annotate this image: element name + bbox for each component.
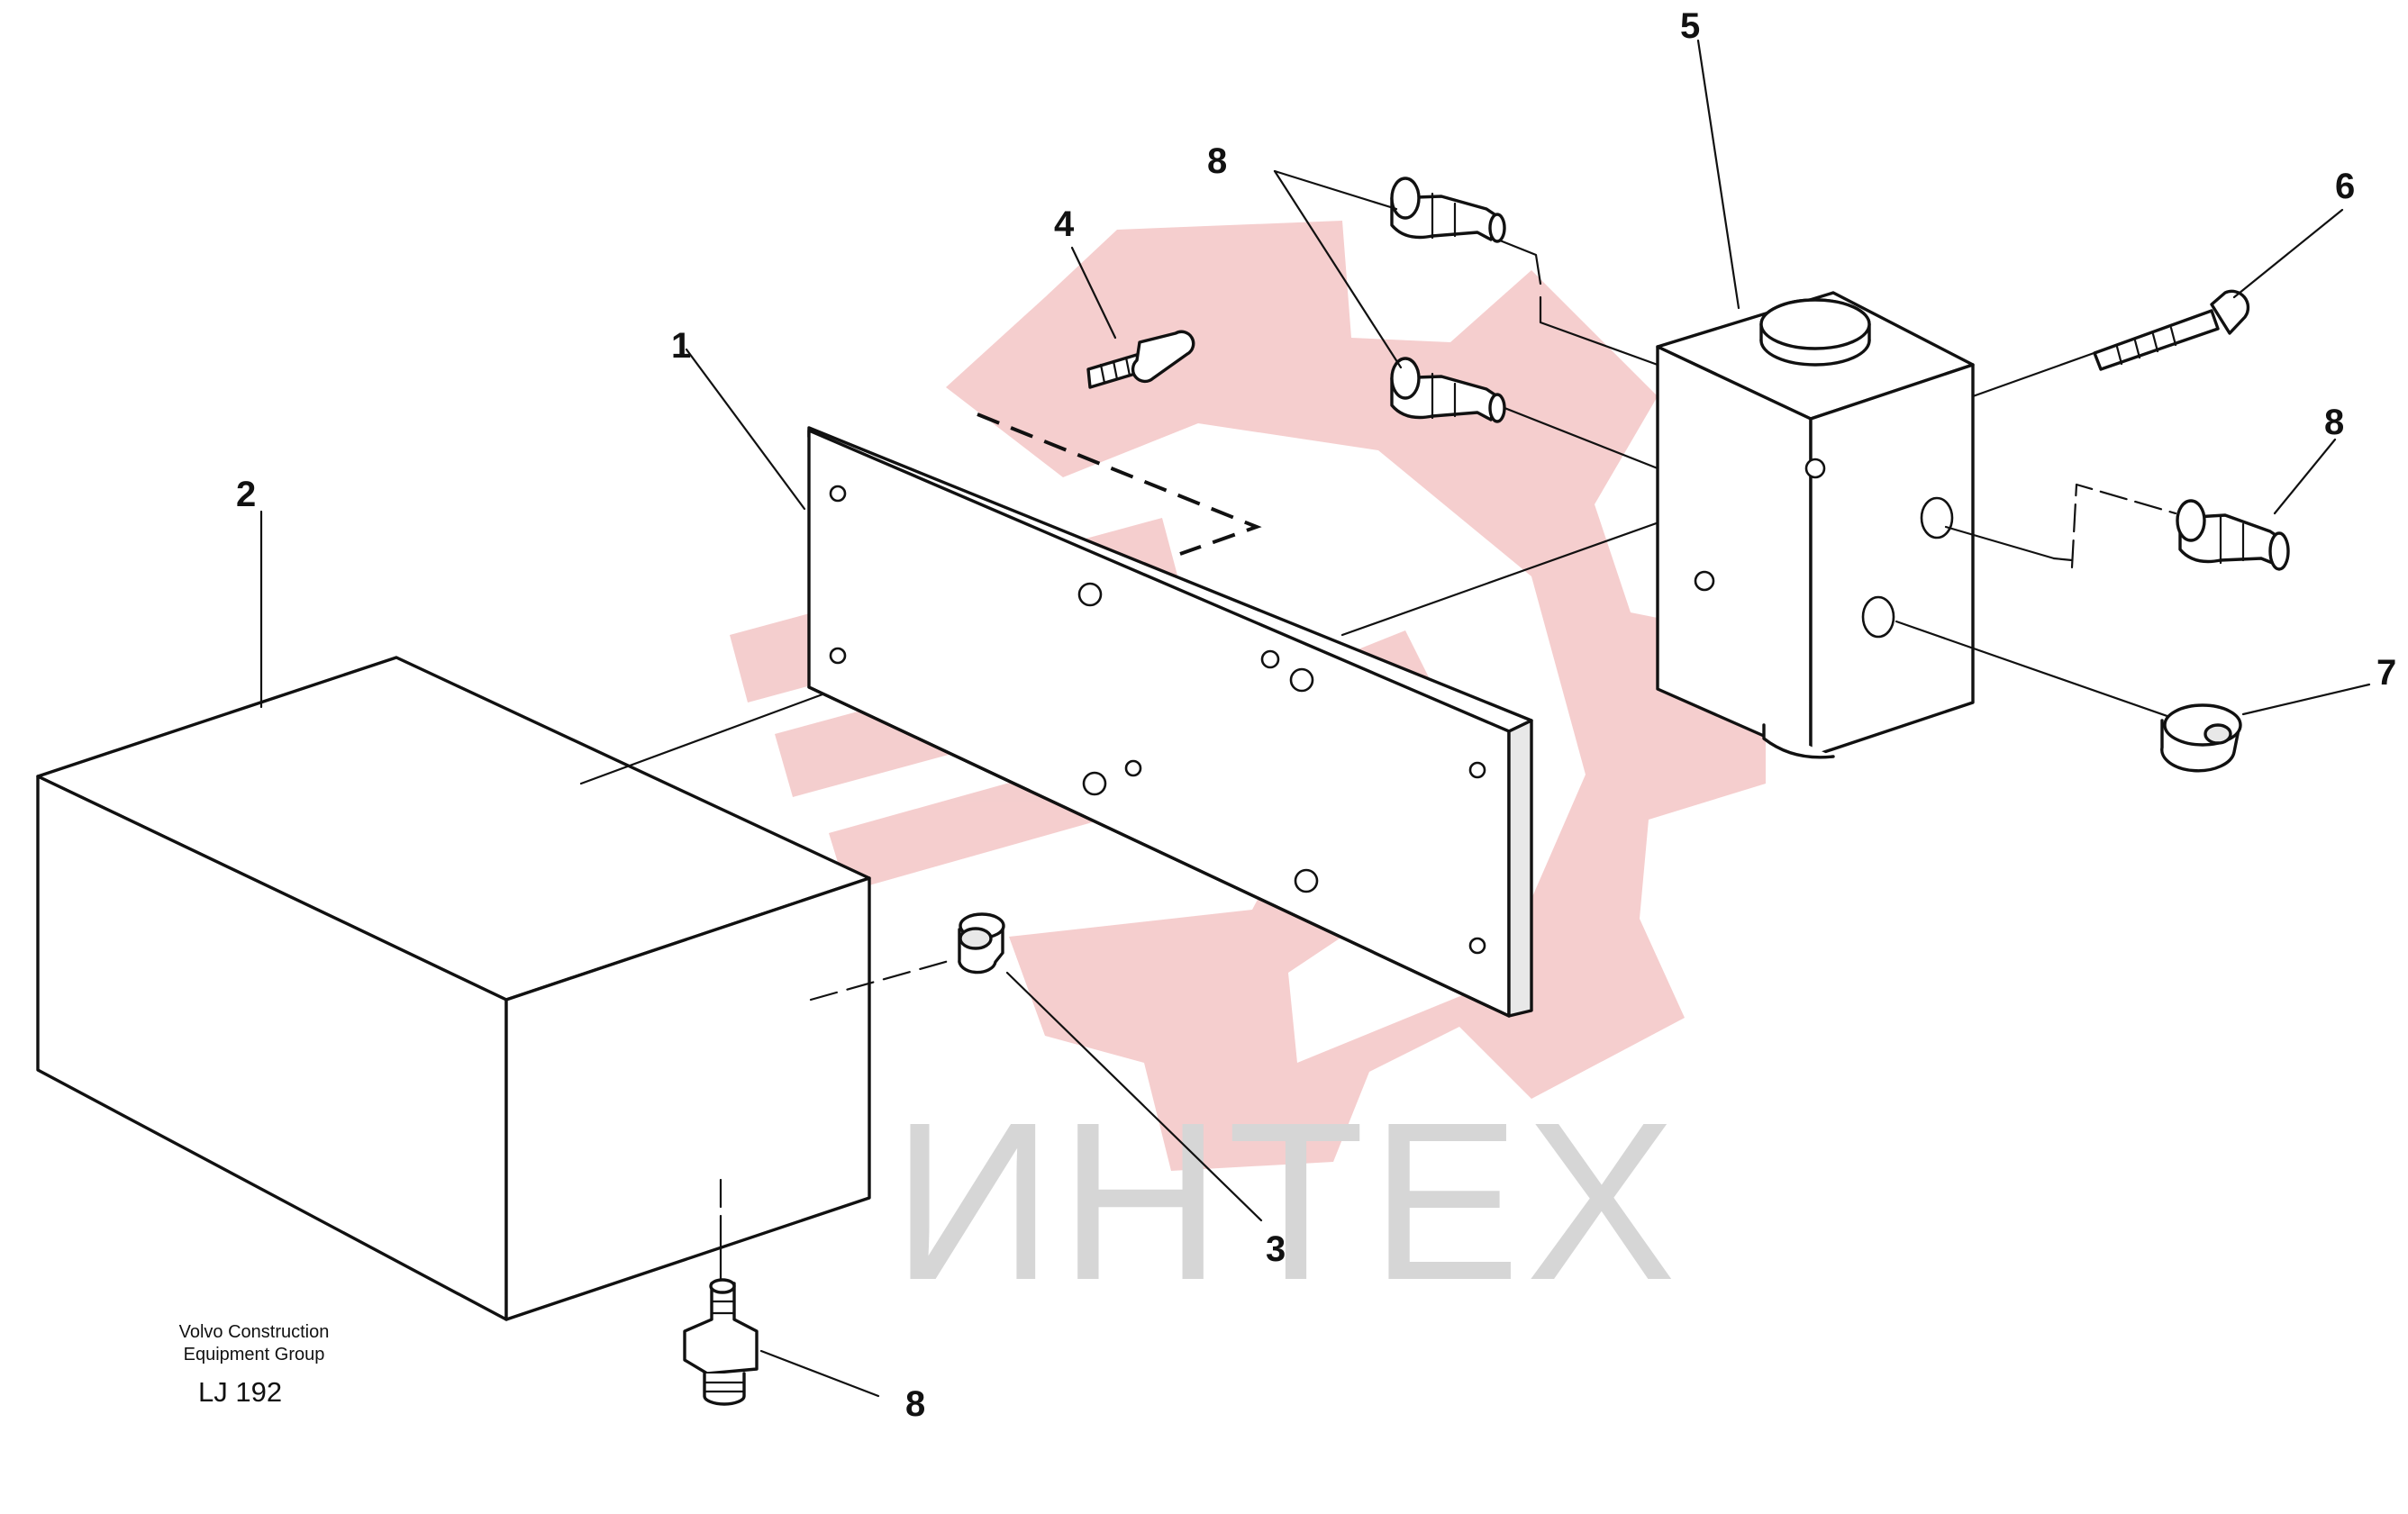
leader-lines <box>259 39 2337 709</box>
callout-8-right: 8 <box>2324 403 2344 442</box>
callout-labels: 1 2 3 4 5 6 7 8 8 8 <box>236 6 2396 1424</box>
callout-7: 7 <box>2376 653 2396 693</box>
callout-1: 1 <box>671 326 691 366</box>
part-8-fitting-top-1 <box>1390 177 1506 243</box>
part-1-plate <box>807 412 1813 1018</box>
part-8-fitting-top-2 <box>1390 357 1506 423</box>
callout-3: 3 <box>1266 1229 1286 1269</box>
callout-5: 5 <box>1680 6 1700 46</box>
part-4-screw <box>1070 246 1195 389</box>
caption-line-2: Equipment Group <box>184 1345 325 1364</box>
part-6-screw <box>2093 208 2344 371</box>
callout-4: 4 <box>1054 204 1075 244</box>
part-7-plug <box>2160 683 2371 773</box>
callout-8-top: 8 <box>1207 141 1227 181</box>
drawing-caption: Volvo Construction Equipment Group LJ 19… <box>179 1322 330 1408</box>
part-3-plug <box>958 912 1263 1222</box>
part-5-valve-block <box>1485 237 2182 759</box>
watermark-text: ИНТЕХ <box>892 1075 1681 1327</box>
part-8-fitting-right <box>2176 499 2290 571</box>
caption-line-1: Volvo Construction <box>179 1322 330 1342</box>
callout-6: 6 <box>2335 167 2355 206</box>
callout-8-bottom: 8 <box>905 1384 925 1424</box>
drawing-number: LJ 192 <box>198 1376 282 1408</box>
part-8-fitting-bottom <box>683 1278 880 1406</box>
part-2-housing <box>36 597 1083 1321</box>
callout-2: 2 <box>236 475 256 514</box>
